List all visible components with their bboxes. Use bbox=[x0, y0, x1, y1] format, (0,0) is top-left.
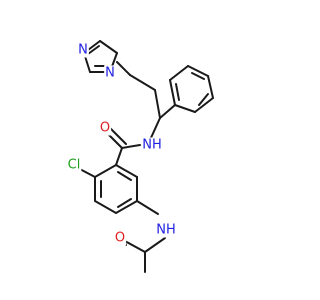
amide-oxygen-background bbox=[98, 120, 112, 136]
molecule-structure: N N NH O Cl NH O bbox=[66, 40, 214, 273]
imidazole-n1-background bbox=[104, 65, 116, 81]
acetamide-nh-background bbox=[155, 222, 177, 238]
amide-nh-label: NH bbox=[142, 138, 162, 153]
imidazole-n1-label: N bbox=[105, 66, 115, 81]
molecule-canvas: N N NH O Cl NH O bbox=[66, 40, 214, 273]
imidazole-n3-background bbox=[77, 42, 89, 58]
atom-labels: N N NH O Cl NH O bbox=[66, 42, 177, 246]
imidazole-n3-label: N bbox=[78, 43, 88, 58]
amide-oxygen-label: O bbox=[100, 121, 110, 136]
acetyl-oxygen-label: O bbox=[115, 231, 125, 246]
amide-nh-background bbox=[141, 137, 163, 153]
benzene-ring bbox=[94, 164, 138, 214]
propyl-chain bbox=[116, 61, 161, 119]
acetyl-oxygen-background bbox=[113, 230, 127, 246]
acetamide-nh-label: NH bbox=[156, 223, 176, 238]
phenyl-ring bbox=[159, 65, 214, 119]
chlorine-label: Cl bbox=[68, 158, 81, 173]
chlorine-background bbox=[66, 157, 82, 173]
